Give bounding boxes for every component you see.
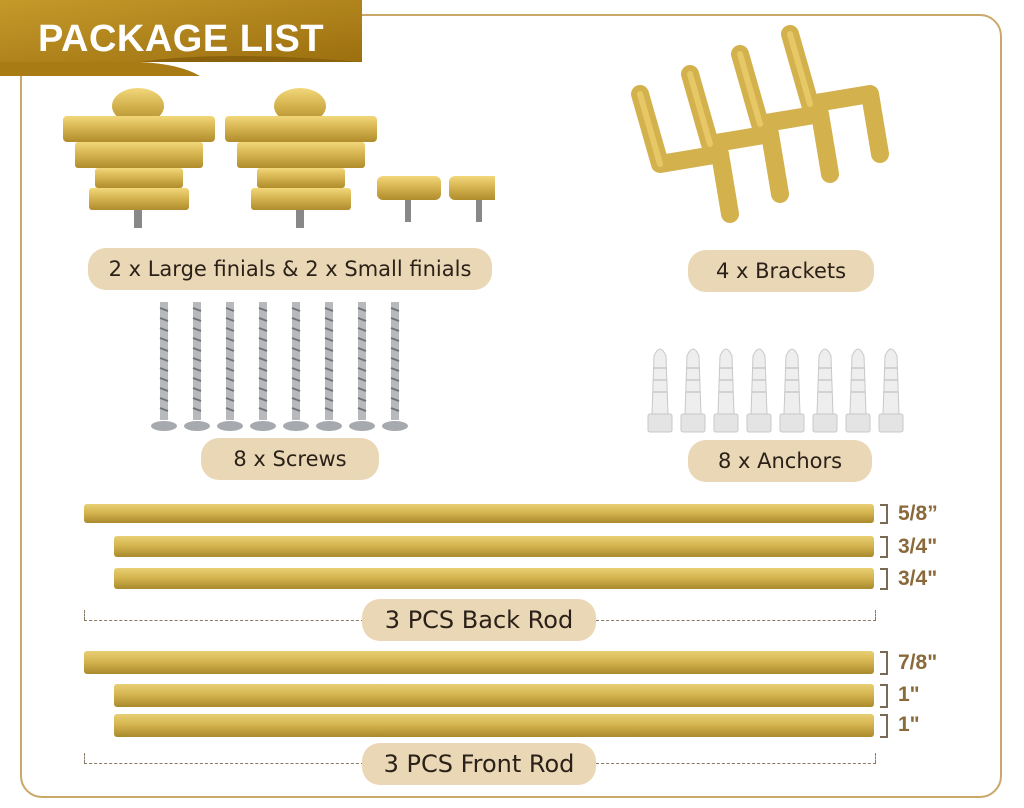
front-rod-size-2: 1" [898, 683, 920, 706]
screws-label: 8 x Screws [201, 438, 379, 480]
small-finial-icon [377, 176, 441, 222]
dimension-tick [875, 610, 876, 620]
content-frame [20, 14, 1002, 798]
size-brace [880, 651, 888, 675]
front-rod-size-3: 1" [898, 713, 920, 736]
back-rod-1 [84, 504, 874, 523]
back-rod-size-3: 3/4" [898, 567, 938, 590]
back-rod-size-2: 3/4" [898, 535, 938, 558]
dimension-line [596, 763, 876, 764]
anchors-label: 8 x Anchors [688, 440, 872, 482]
size-brace [880, 504, 888, 524]
anchors-image [647, 348, 904, 433]
dimension-tick [84, 610, 85, 620]
size-brace [880, 684, 888, 708]
front-rod-3 [114, 714, 874, 737]
large-finial-icon [225, 88, 377, 228]
page-title: PACKAGE LIST [38, 18, 325, 60]
size-brace [880, 568, 888, 590]
dimension-line [84, 620, 364, 621]
finials-label: 2 x Large finials & 2 x Small finials [88, 248, 492, 290]
size-brace [880, 714, 888, 738]
front-rod-size-1: 7/8" [898, 651, 938, 674]
back-rod-3 [114, 568, 874, 589]
dimension-tick [84, 753, 85, 763]
front-rod-2 [114, 684, 874, 707]
dimension-tick [875, 753, 876, 763]
back-rod-label: 3 PCS Back Rod [362, 599, 596, 641]
small-finial-icon [449, 176, 495, 222]
title-banner [0, 0, 362, 76]
brackets-image [631, 25, 889, 223]
dimension-line [596, 620, 876, 621]
brackets-label: 4 x Brackets [688, 250, 874, 292]
front-rod-1 [84, 651, 874, 674]
back-rod-size-1: 5/8” [898, 502, 938, 525]
back-rod-2 [114, 536, 874, 557]
screws-image [151, 301, 409, 432]
finials-image [63, 88, 495, 228]
front-rod-label: 3 PCS Front Rod [362, 743, 596, 785]
large-finial-icon [63, 88, 215, 228]
dimension-line [84, 763, 364, 764]
size-brace [880, 536, 888, 558]
